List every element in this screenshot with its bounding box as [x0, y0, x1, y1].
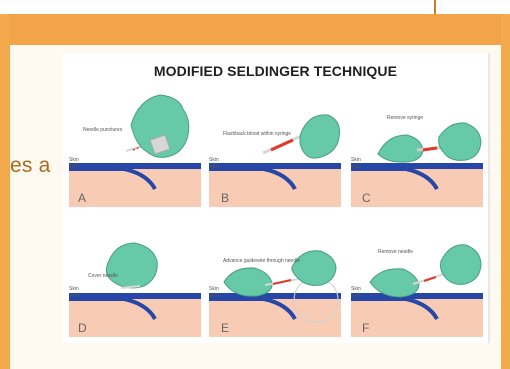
caption-text: es a — [10, 154, 51, 178]
panel-b-caption: Flashback blood within syringe — [223, 131, 291, 137]
panel-f-illustration — [351, 209, 486, 337]
panel-b-skin-label: Skin — [209, 157, 219, 163]
panel-a-caption: Needle punctures — [83, 127, 122, 133]
panel-b-illustration — [209, 79, 344, 207]
panel-c-caption: Remove syringe — [387, 115, 423, 121]
panel-b-letter: B — [221, 191, 229, 205]
panel-e-skin-label: Skin — [209, 286, 219, 292]
panel-e-caption: Advance guidewire through needle — [223, 258, 300, 264]
panel-f-vein-label: Vein — [351, 293, 361, 299]
panel-c-letter: C — [362, 191, 371, 205]
panel-e-vein-label: Vein — [209, 293, 219, 299]
panel-d-letter: D — [78, 321, 87, 335]
panel-f-caption: Remove needle — [378, 249, 413, 255]
panel-b-vein-label: Vein — [209, 164, 219, 170]
panel-d-skin-label: Skin — [69, 286, 79, 292]
panel-f-letter: F — [362, 321, 369, 335]
panel-c-skin-label: Skin — [351, 157, 361, 163]
panel-a-letter: A — [78, 191, 86, 205]
panel-c-vein-label: Vein — [351, 164, 361, 170]
panel-c-illustration — [351, 79, 486, 207]
divider-line — [434, 0, 436, 14]
panel-e-illustration — [209, 209, 344, 337]
panel-a-skin-label: Skin — [69, 157, 79, 163]
panel-d-vein-label: Vein — [69, 293, 79, 299]
panel-e-letter: E — [221, 321, 229, 335]
figure-title: MODIFIED SELDINGER TECHNIQUE — [63, 63, 488, 79]
illustration: MODIFIED SELDINGER TECHNIQUE Needle punc… — [63, 53, 490, 343]
panel-f-skin-label: Skin — [351, 286, 361, 292]
panel-a-vein-label: Vein — [69, 164, 79, 170]
panel-d-caption: Cover needle — [88, 273, 118, 279]
panel-a-illustration — [69, 79, 204, 207]
